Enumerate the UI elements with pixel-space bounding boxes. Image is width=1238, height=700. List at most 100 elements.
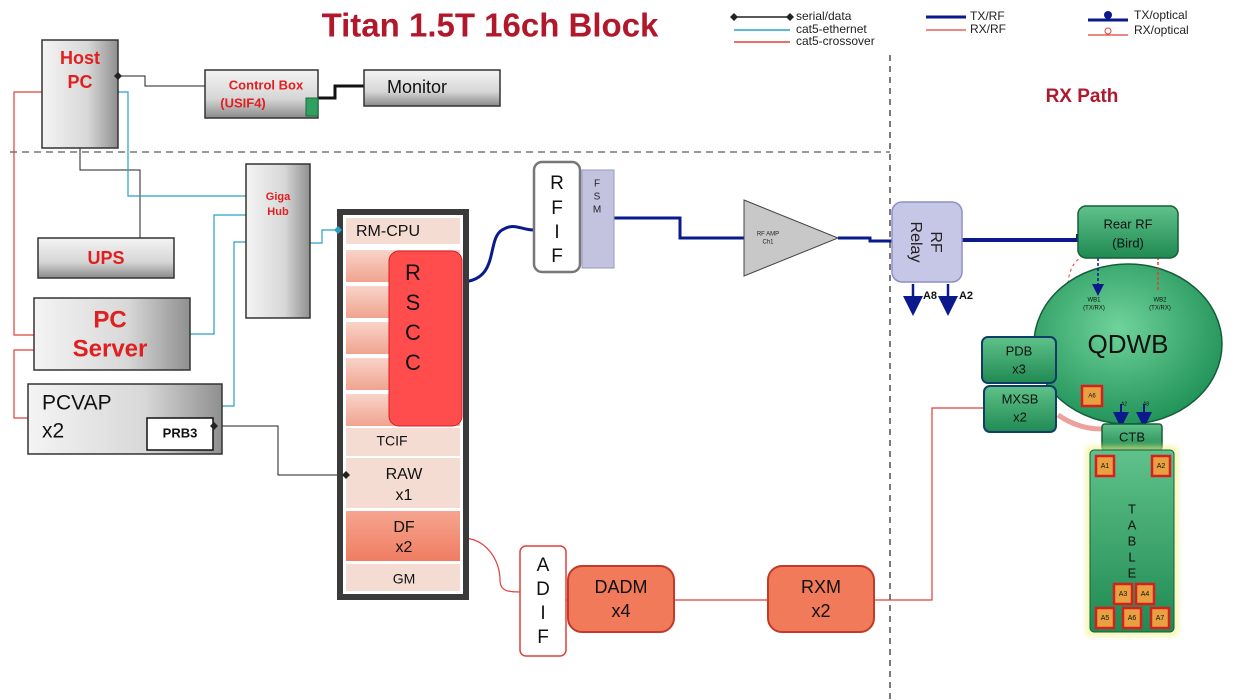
rscc-letter-3: C	[405, 320, 421, 345]
pdb[interactable]: PDB x3	[981, 336, 1057, 384]
ups[interactable]: UPS	[37, 237, 175, 279]
gm-label: GM	[393, 571, 416, 587]
table-port-a5-label: A5	[1101, 615, 1110, 622]
rear-rf[interactable]: Rear RF (Bird)	[1077, 205, 1179, 259]
table-port-a6-label: A6	[1128, 615, 1137, 622]
table-port-a2-label: A2	[1157, 463, 1166, 470]
adif[interactable]: A D I F	[519, 545, 567, 657]
wb1-label-2: (TX/RX)	[1083, 306, 1105, 312]
legend-tx-optical: TX/optical	[1134, 8, 1187, 22]
rscc-letter-2: S	[406, 290, 421, 315]
diagram-title: Titan 1.5T 16ch Block	[322, 7, 659, 44]
rxm[interactable]: RXM x2	[767, 565, 875, 633]
table-port-a5[interactable]	[1094, 606, 1116, 630]
rfif-letter-3: I	[554, 222, 559, 243]
legend-rx-optical: RX/optical	[1134, 23, 1189, 37]
df-label-1: DF	[393, 519, 415, 536]
ctb-label: CTB	[1119, 429, 1145, 444]
pc-server[interactable]: PC Server	[33, 297, 191, 371]
giga-hub[interactable]: Giga Hub	[245, 163, 311, 319]
monitor[interactable]: Monitor	[363, 69, 501, 107]
ups-label: UPS	[87, 248, 124, 268]
rf-relay-label-2: Relay	[907, 222, 924, 263]
ctb-arrow-a8: A8	[1143, 401, 1149, 407]
adif-letter-1: A	[537, 555, 550, 576]
giga-hub-label-2: Hub	[267, 206, 289, 218]
mxsb-label-2: x2	[1013, 409, 1027, 424]
rm-cpu-label: RM-CPU	[356, 223, 420, 240]
table-letter-1: T	[1128, 501, 1136, 516]
control-box[interactable]: Control Box (USIF4)	[204, 69, 319, 119]
legend: serial/data cat5-ethernet cat5-crossover…	[730, 8, 1189, 48]
table-port-a7-label: A7	[1156, 615, 1165, 622]
table-letter-4: L	[1128, 549, 1135, 564]
raw-label-1: RAW	[386, 466, 424, 483]
qdwb-port-a6[interactable]	[1080, 384, 1104, 408]
control-box-label-1: Control Box	[229, 77, 304, 92]
table-port-a6[interactable]	[1121, 606, 1143, 630]
relay-arrow-a2: A2	[959, 290, 973, 302]
usif-port	[305, 97, 319, 117]
pcvap-label-2: x2	[42, 420, 64, 443]
df-slot[interactable]	[346, 511, 460, 561]
table-port-a4-label: A4	[1141, 591, 1150, 598]
table-port-a1[interactable]	[1094, 454, 1116, 478]
rfif-letter-1: R	[550, 173, 564, 194]
fsm-letter-2: S	[594, 192, 601, 203]
raw-slot[interactable]	[346, 458, 460, 508]
monitor-label: Monitor	[387, 77, 447, 97]
ctb[interactable]: CTB	[1101, 423, 1163, 451]
rear-rf-label-2: (Bird)	[1112, 235, 1144, 250]
rfif-letter-4: F	[551, 246, 563, 267]
dadm-label-2: x4	[611, 601, 630, 621]
table-port-a3-label: A3	[1119, 591, 1128, 598]
df-label-2: x2	[396, 539, 413, 556]
adif-letter-3: I	[540, 603, 545, 624]
host-pc-label-2: PC	[67, 72, 92, 92]
ctb-arrow-a2: A2	[1121, 401, 1127, 407]
wb2-label-1: WB2	[1153, 298, 1167, 304]
table-port-a4[interactable]	[1134, 582, 1156, 606]
patient-table[interactable]: T A B L E A1 A2 A3 A4 A5 A6 A7	[1086, 446, 1178, 636]
prb3-label: PRB3	[163, 425, 198, 440]
wb2-label-2: (TX/RX)	[1149, 306, 1171, 312]
pc-server-label-2: Server	[73, 335, 148, 362]
fsm-letter-1: F	[594, 179, 600, 190]
relay-arrow-a8: A8	[923, 290, 937, 302]
table-letter-2: A	[1128, 517, 1137, 532]
table-port-a2[interactable]	[1150, 454, 1172, 478]
fsm-card	[581, 169, 615, 269]
host-pc[interactable]: Host PC	[41, 39, 122, 149]
rf-amp-label-2: Ch1	[762, 240, 774, 246]
control-box-label-2: (USIF4)	[220, 95, 266, 110]
qdwb-port-a6-label: A6	[1088, 394, 1096, 400]
rf-amplifier[interactable]: RF AMP Ch1	[743, 199, 840, 277]
rscc-card[interactable]	[388, 250, 463, 427]
table-port-a7[interactable]	[1149, 606, 1171, 630]
rxm-label-2: x2	[811, 601, 830, 621]
mxsb-label-1: MXSB	[1002, 391, 1039, 406]
dadm[interactable]: DADM x4	[567, 565, 675, 633]
pc-server-label-1: PC	[93, 306, 126, 333]
table-letter-3: B	[1128, 533, 1137, 548]
legend-rx-rf: RX/RF	[970, 22, 1006, 36]
pcvap[interactable]: PCVAP x2 PRB3	[27, 383, 223, 455]
rscc-letter-4: C	[405, 350, 421, 375]
legend-cat5-ethernet: cat5-ethernet	[796, 22, 867, 36]
legend-tx-rf: TX/RF	[970, 9, 1005, 23]
tcif-slot[interactable]	[346, 428, 460, 456]
table-port-a3[interactable]	[1112, 582, 1134, 606]
adif-letter-2: D	[536, 579, 550, 600]
gm-slot[interactable]	[346, 564, 460, 591]
table-letter-5: E	[1128, 565, 1137, 580]
qdwb[interactable]: QDWB WB1 (TX/RX) WB2 (TX/RX) A6 A2 A8	[1033, 258, 1223, 428]
wb1-label-1: WB1	[1087, 298, 1101, 304]
rfif-module[interactable]: F S M R F I F	[532, 160, 615, 274]
rm-cpu-slot[interactable]	[346, 218, 460, 244]
rf-relay[interactable]: RF Relay A8 A2	[891, 201, 973, 302]
rscc-letter-1: R	[405, 260, 421, 285]
mxsb[interactable]: MXSB x2	[983, 385, 1057, 433]
pdb-label-2: x3	[1012, 361, 1026, 376]
prb3-box[interactable]	[146, 417, 214, 451]
